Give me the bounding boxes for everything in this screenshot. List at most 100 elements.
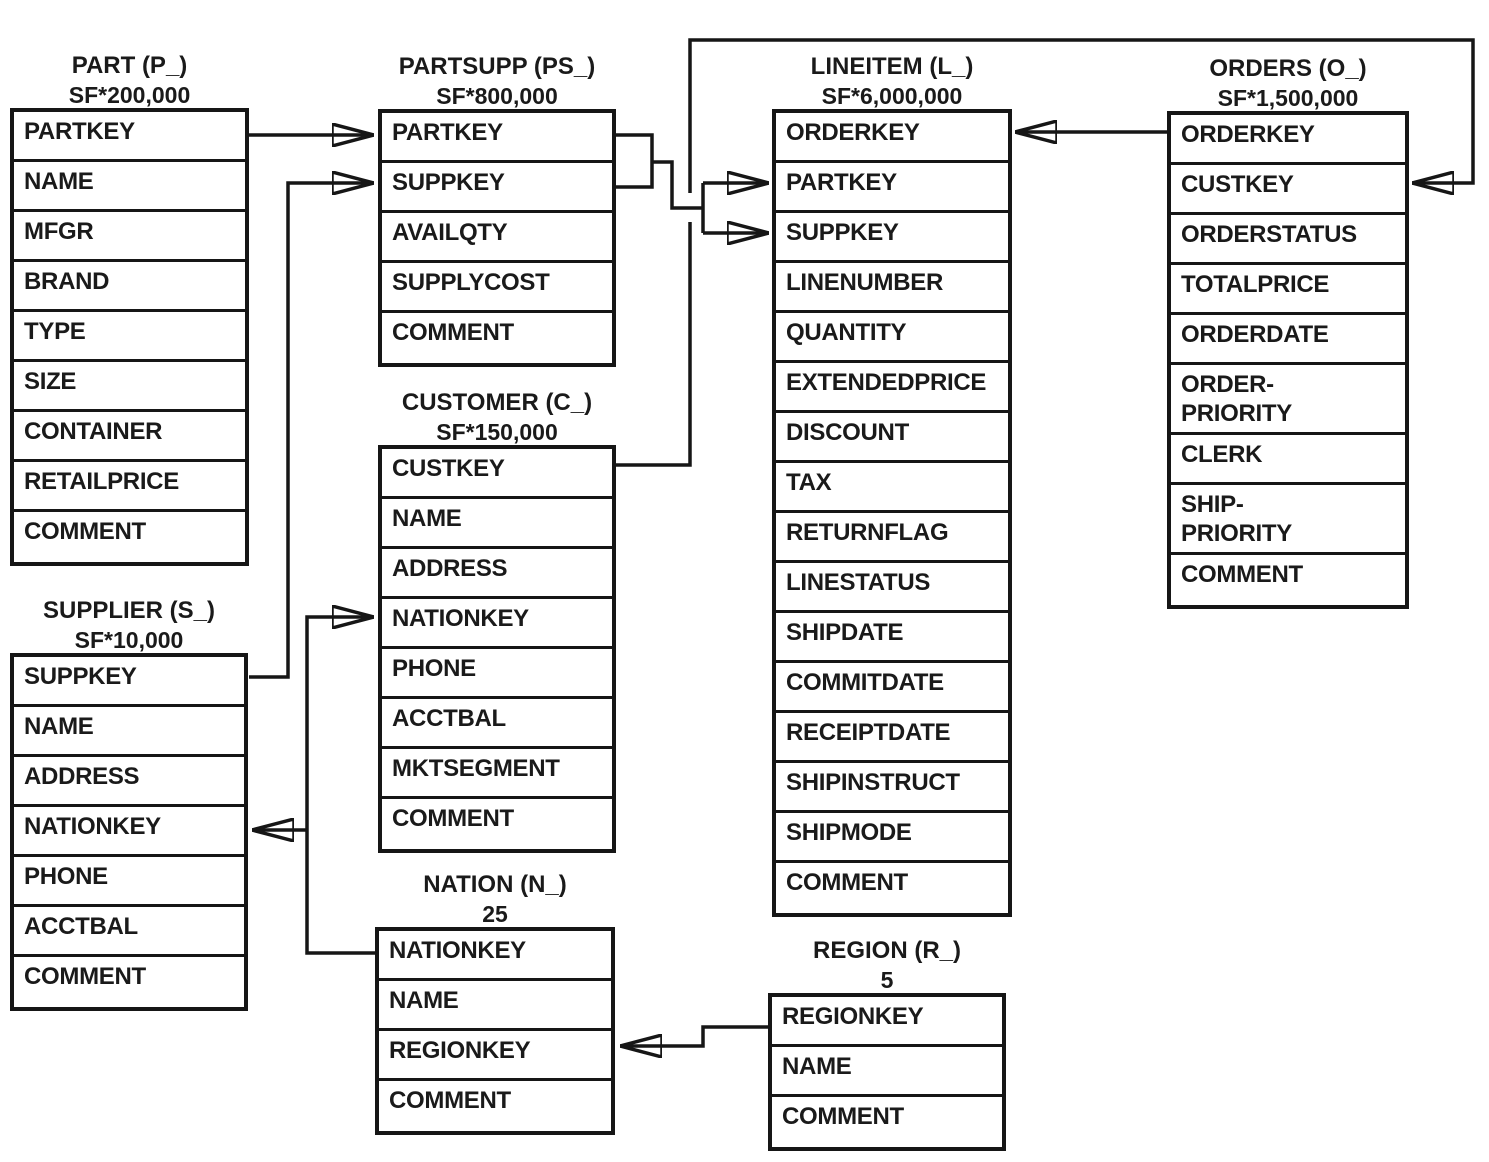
field-label: COMMENT xyxy=(392,805,514,832)
field-row: COMMITDATE xyxy=(776,663,1008,713)
field-row: PARTKEY xyxy=(382,113,612,163)
field-row: ACCTBAL xyxy=(14,907,244,957)
field-label: COMMENT xyxy=(1181,561,1303,588)
field-label: MFGR xyxy=(24,218,94,245)
field-row: SUPPKEY xyxy=(382,163,612,213)
field-label: ORDERSTATUS xyxy=(1181,221,1357,248)
field-row: COMMENT xyxy=(772,1097,1002,1147)
field-row: CLERK xyxy=(1171,435,1405,485)
field-row: COMMENT xyxy=(14,512,245,562)
field-label: SHIP- PRIORITY xyxy=(1181,491,1292,547)
field-label: PHONE xyxy=(392,655,476,682)
field-label: BRAND xyxy=(24,268,110,295)
field-label: SHIPMODE xyxy=(786,819,912,846)
fk-supplier-suppkey-to-partsupp xyxy=(249,183,374,679)
field-label: COMMENT xyxy=(786,869,908,896)
table-region-cardinality: 5 xyxy=(880,967,894,993)
field-row: SHIP- PRIORITY xyxy=(1171,485,1405,555)
field-label: CUSTKEY xyxy=(392,455,505,482)
field-row: ORDERKEY xyxy=(1171,115,1405,165)
field-row: SHIPMODE xyxy=(776,813,1008,863)
table-nation-cardinality: 25 xyxy=(482,901,508,927)
table-supplier-cardinality: SF*10,000 xyxy=(74,627,184,653)
field-label: AVAILQTY xyxy=(392,219,508,246)
field-label: SUPPKEY xyxy=(24,663,137,690)
field-label: COMMENT xyxy=(782,1103,904,1130)
field-row: LINESTATUS xyxy=(776,563,1008,613)
field-row: ORDERSTATUS xyxy=(1171,215,1405,265)
field-row: SHIPDATE xyxy=(776,613,1008,663)
field-row: RETAILPRICE xyxy=(14,462,245,512)
field-label: ACCTBAL xyxy=(24,913,138,940)
field-label: PARTKEY xyxy=(392,119,503,146)
field-label: REGIONKEY xyxy=(389,1037,531,1064)
field-row: NAME xyxy=(14,707,244,757)
table-customer-title: CUSTOMER (C_) xyxy=(401,389,593,416)
table-nation-title: NATION (N_) xyxy=(423,871,567,898)
field-row: AVAILQTY xyxy=(382,213,612,263)
field-row: ADDRESS xyxy=(382,549,612,599)
field-row: NATIONKEY xyxy=(379,931,611,981)
field-label: NAME xyxy=(24,713,94,740)
field-row: COMMENT xyxy=(14,957,244,1007)
field-row: NAME xyxy=(382,499,612,549)
field-row: QUANTITY xyxy=(776,313,1008,363)
table-supplier-box: SUPPKEY NAME ADDRESS NATIONKEY PHONE ACCTBAL C… xyxy=(10,653,248,1011)
field-row: BRAND xyxy=(14,262,245,312)
table-orders-cardinality: SF*1,500,000 xyxy=(1217,85,1359,111)
table-region: REGION (R_) 5 REGIONKEY NAME COMMENT xyxy=(768,938,1006,1151)
field-row: NAME xyxy=(772,1047,1002,1097)
field-row: CUSTKEY xyxy=(382,449,612,499)
field-label: SHIPINSTRUCT xyxy=(786,769,960,796)
field-row: SIZE xyxy=(14,362,245,412)
field-label: NAME xyxy=(392,505,462,532)
field-row: REGIONKEY xyxy=(772,997,1002,1047)
field-row: ORDERKEY xyxy=(776,113,1008,163)
table-region-box: REGIONKEY NAME COMMENT xyxy=(768,993,1006,1151)
field-row: NATIONKEY xyxy=(382,599,612,649)
field-label: NATIONKEY xyxy=(24,813,161,840)
field-row: COMMENT xyxy=(382,313,612,363)
table-region-title: REGION (R_) xyxy=(812,937,961,964)
field-label: ORDERDATE xyxy=(1181,321,1329,348)
field-row: NAME xyxy=(379,981,611,1031)
field-label: SUPPKEY xyxy=(786,219,899,246)
field-label: RETURNFLAG xyxy=(786,519,949,546)
field-row: SUPPKEY xyxy=(776,213,1008,263)
field-row: MFGR xyxy=(14,212,245,262)
fk-nation-nationkey-to-customer xyxy=(305,617,375,955)
fk-region-regionkey-to-nation xyxy=(620,1025,768,1046)
table-lineitem-cardinality: SF*6,000,000 xyxy=(821,83,963,109)
field-row: LINENUMBER xyxy=(776,263,1008,313)
field-row: NAME xyxy=(14,162,245,212)
field-row: MKTSEGMENT xyxy=(382,749,612,799)
table-orders-title: ORDERS (O_) xyxy=(1209,55,1367,82)
field-row: ACCTBAL xyxy=(382,699,612,749)
field-label: PARTKEY xyxy=(786,169,897,196)
field-row: COMMENT xyxy=(382,799,612,849)
field-label: ORDERKEY xyxy=(786,119,920,146)
field-label: PHONE xyxy=(24,863,108,890)
field-row: NATIONKEY xyxy=(14,807,244,857)
table-customer-cardinality: SF*150,000 xyxy=(436,419,558,445)
field-label: CLERK xyxy=(1181,441,1263,468)
field-label: PARTKEY xyxy=(24,118,135,145)
field-label: SUPPKEY xyxy=(392,169,505,196)
field-label: SHIPDATE xyxy=(786,619,904,646)
field-row: TAX xyxy=(776,463,1008,513)
table-part-title: PART (P_) xyxy=(71,52,188,79)
field-row: ADDRESS xyxy=(14,757,244,807)
field-row: RECEIPTDATE xyxy=(776,713,1008,763)
field-label: TYPE xyxy=(24,318,86,345)
field-label: ORDER- PRIORITY xyxy=(1181,371,1292,427)
field-label: COMMENT xyxy=(392,319,514,346)
table-partsupp-cardinality: SF*800,000 xyxy=(436,83,558,109)
field-label: QUANTITY xyxy=(786,319,907,346)
field-label: MKTSEGMENT xyxy=(392,755,560,782)
field-label: REGIONKEY xyxy=(782,1003,924,1030)
